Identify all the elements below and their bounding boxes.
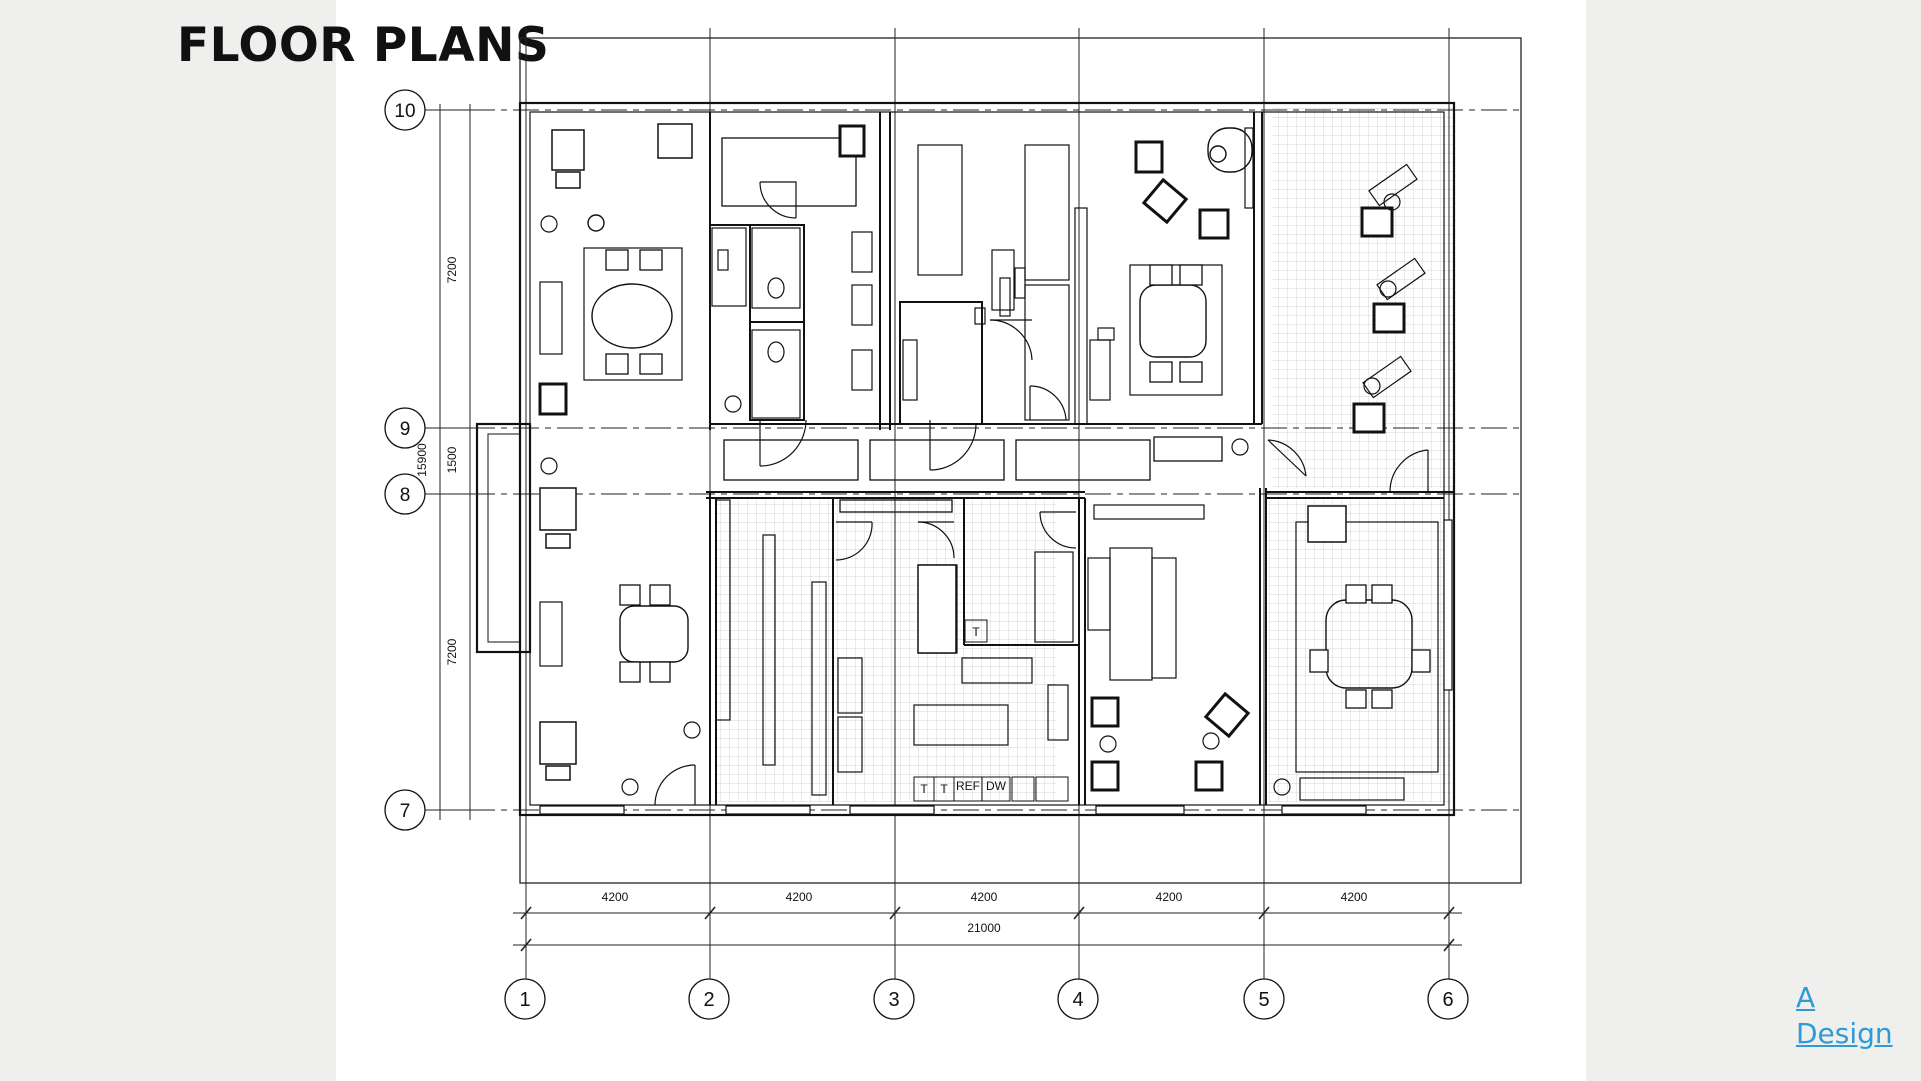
grid-row-label: 9 — [400, 419, 411, 440]
bay-dimension: 4200 — [786, 890, 813, 904]
row-dimension: 1500 — [445, 446, 459, 473]
grid-column-label: 3 — [888, 989, 899, 1011]
bay-dimension: 4200 — [602, 890, 629, 904]
grid-column-label: 5 — [1258, 989, 1269, 1011]
chairs — [538, 123, 1406, 792]
column-grid-markers: 1 2 3 4 5 6 — [504, 978, 1469, 1020]
appliance-label: REF — [956, 779, 980, 793]
grid-row-label: 7 — [400, 801, 411, 822]
table-chairs — [605, 249, 1431, 709]
bay-dimension: 4200 — [1156, 890, 1183, 904]
appliance-label: T — [940, 782, 948, 796]
bay-dimension: 4200 — [1341, 890, 1368, 904]
lounge-chairs — [1362, 163, 1426, 399]
appliance-label: DW — [986, 779, 1007, 793]
kitchen-appliances: T T REF DW T — [913, 619, 1069, 802]
fixtures — [711, 127, 1254, 425]
row-dimension: 7200 — [445, 256, 459, 283]
appliance-label: T — [972, 625, 980, 639]
row-dimension: 7200 — [445, 638, 459, 665]
grid-column-label: 2 — [703, 989, 714, 1011]
grid-row-label: 10 — [394, 101, 415, 122]
grid-column-label: 4 — [1072, 989, 1083, 1011]
dimension-lines — [430, 104, 1462, 952]
brand-logo-link[interactable]: A Design — [1796, 980, 1893, 1052]
bay-dimension: 4200 — [971, 890, 998, 904]
dimension-labels: 4200 4200 4200 4200 4200 21000 7200 1500… — [415, 256, 1368, 935]
row-grid-markers: 10 9 8 7 — [384, 89, 426, 831]
total-height-dimension: 15900 — [415, 443, 429, 477]
grid-column-label: 1 — [519, 989, 530, 1011]
doors — [654, 181, 1429, 806]
planters — [540, 193, 1401, 796]
grid-row-label: 8 — [400, 485, 411, 506]
total-width-dimension: 21000 — [967, 921, 1001, 935]
page-title: FLOOR PLANS — [177, 18, 550, 73]
brand-line-2: Design — [1796, 1017, 1893, 1050]
corridor-furniture — [721, 137, 1223, 513]
windows — [539, 519, 1453, 815]
interior-walls — [706, 112, 1454, 805]
kitchen-furniture — [539, 247, 1439, 801]
appliance-label: T — [920, 782, 928, 796]
tables — [587, 127, 1413, 689]
grid-column-label: 6 — [1442, 989, 1453, 1011]
brand-line-1: A — [1796, 981, 1816, 1014]
exterior-walls — [475, 101, 1456, 817]
